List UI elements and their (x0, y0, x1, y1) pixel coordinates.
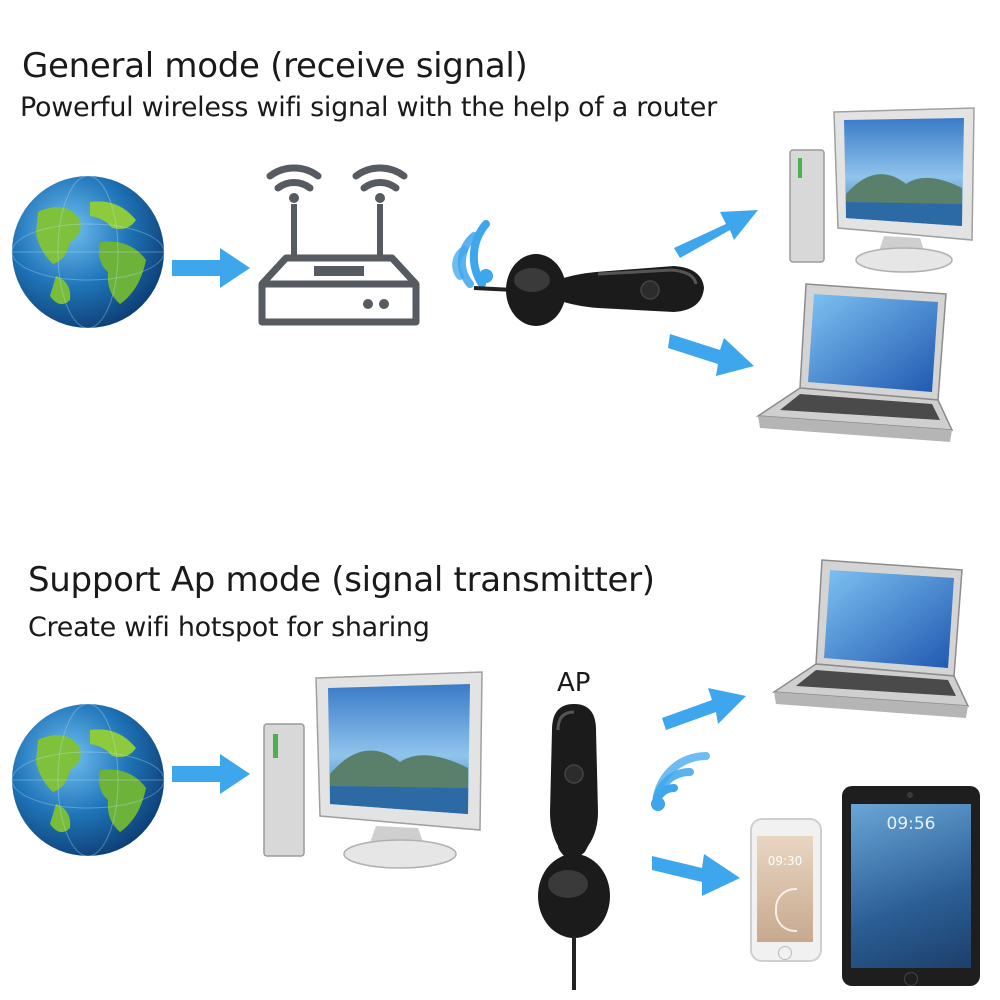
wifi-signal-icon (651, 752, 710, 811)
globe-icon (11, 703, 165, 857)
tablet-clock: 09:56 (886, 814, 936, 834)
tablet-icon: 09:56 (842, 786, 980, 986)
wifi-signal-icon (452, 220, 493, 288)
desktop-computer-icon (789, 107, 975, 273)
desktop-computer-icon (263, 671, 483, 869)
router-icon (258, 164, 420, 326)
tablet-screen: 09:56 (851, 804, 971, 968)
general-mode-title: General mode (receive signal) (22, 46, 528, 86)
arrow-up-right-icon (674, 210, 758, 258)
smartphone-icon: 09:30 (750, 818, 822, 962)
phone-screen: 09:30 (757, 836, 813, 942)
phone-clock: 09:30 (767, 854, 803, 868)
globe-icon (11, 175, 165, 329)
wifi-adapter-icon (538, 704, 610, 990)
home-button (778, 946, 792, 960)
home-button (904, 972, 918, 986)
wifi-adapter-icon (473, 254, 704, 326)
laptop-icon (771, 559, 970, 718)
ap-device-label: AP (557, 668, 591, 698)
laptop-icon (755, 283, 954, 442)
arrow-up-right-icon (662, 688, 746, 730)
arrow-down-right-icon (668, 334, 754, 376)
arrow-right-icon (172, 754, 250, 794)
arrow-right-icon (652, 854, 740, 896)
ap-mode-title: Support Ap mode (signal transmitter) (28, 560, 655, 600)
general-mode-subtitle: Powerful wireless wifi signal with the h… (20, 92, 717, 123)
arrow-right-icon (172, 248, 250, 288)
ap-mode-subtitle: Create wifi hotspot for sharing (28, 612, 430, 643)
